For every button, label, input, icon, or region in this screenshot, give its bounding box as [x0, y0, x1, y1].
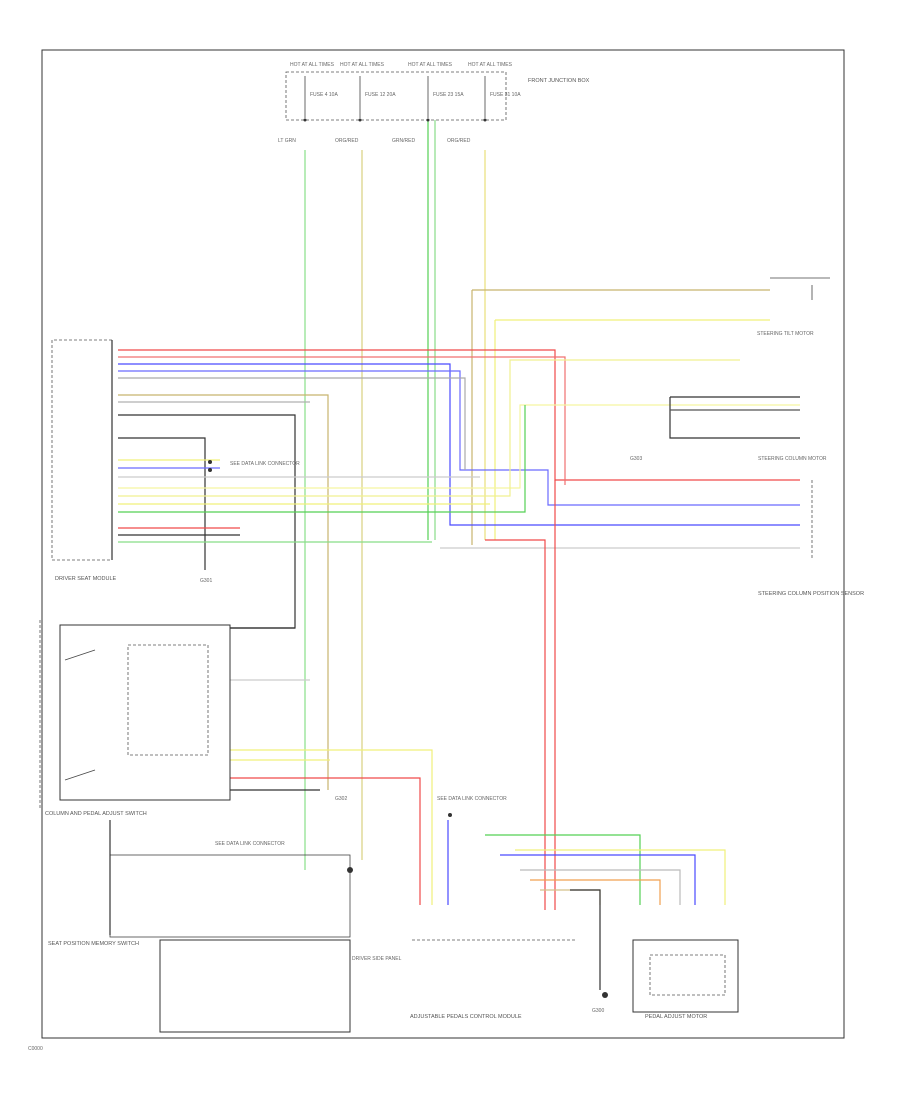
svg-text:ORG/RED: ORG/RED	[335, 138, 359, 144]
wire-green-4	[118, 405, 526, 513]
svg-text:FRONT JUNCTION BOX: FRONT JUNCTION BOX	[528, 78, 590, 84]
svg-text:G302: G302	[335, 796, 347, 802]
wire-yellow-2	[118, 404, 800, 489]
svg-text:STEERING TILT MOTOR: STEERING TILT MOTOR	[757, 331, 814, 337]
svg-text:PEDAL ADJUST MOTOR: PEDAL ADJUST MOTOR	[645, 1014, 707, 1020]
svg-text:HOT AT ALL TIMES: HOT AT ALL TIMES	[290, 62, 335, 68]
svg-text:FUSE 23 15A: FUSE 23 15A	[433, 92, 464, 98]
svg-text:DRIVER SIDE PANEL: DRIVER SIDE PANEL	[352, 956, 402, 962]
data-link-labels: SEE DATA LINK CONNECTOR SEE DATA LINK CO…	[200, 456, 642, 847]
fuse-3: HOT AT ALL TIMES FUSE 23 15A	[408, 62, 464, 118]
svg-text:COLUMN AND PEDAL ADJUST SWITCH: COLUMN AND PEDAL ADJUST SWITCH	[45, 811, 147, 817]
svg-text:STEERING COLUMN MOTOR: STEERING COLUMN MOTOR	[758, 456, 827, 462]
wire-yellow-7	[515, 849, 726, 905]
svg-text:FUSE 31 10A: FUSE 31 10A	[490, 92, 521, 98]
page-code: C0000	[28, 1046, 43, 1052]
svg-text:HOT AT ALL TIMES: HOT AT ALL TIMES	[468, 62, 513, 68]
svg-text:FUSE 4 10A: FUSE 4 10A	[310, 92, 338, 98]
fuse-box: FRONT JUNCTION BOX HOT AT ALL TIMES FUSE…	[278, 62, 590, 144]
svg-text:G303: G303	[630, 456, 642, 462]
svg-text:SEE DATA LINK CONNECTOR: SEE DATA LINK CONNECTOR	[437, 796, 507, 802]
cruise-switch-block: COLUMN AND PEDAL ADJUST SWITCH	[39, 620, 231, 817]
wire-red-4	[230, 777, 421, 905]
wire-red-2	[118, 356, 566, 485]
wire-red-down	[485, 539, 546, 910]
svg-text:SEE DATA LINK CONNECTOR: SEE DATA LINK CONNECTOR	[215, 841, 285, 847]
wire-blue-5	[500, 854, 696, 905]
svg-text:G300: G300	[592, 1008, 604, 1014]
fuse-2: HOT AT ALL TIMES FUSE 12 20A	[340, 62, 396, 118]
main-module: ADJUSTABLE PEDALS CONTROL MODULE G300	[410, 939, 608, 1020]
wire-olive-2	[118, 394, 329, 790]
svg-text:STEERING COLUMN POSITION SENSO: STEERING COLUMN POSITION SENSOR	[758, 591, 864, 597]
wire-black-7	[570, 889, 601, 990]
svg-text:GRN/RED: GRN/RED	[392, 138, 415, 144]
svg-text:ADJUSTABLE PEDALS CONTROL MODU: ADJUSTABLE PEDALS CONTROL MODULE	[410, 1014, 522, 1020]
svg-text:FUSE 12 20A: FUSE 12 20A	[365, 92, 396, 98]
wire-black-1	[118, 414, 296, 629]
svg-text:SEAT POSITION MEMORY SWITCH: SEAT POSITION MEMORY SWITCH	[48, 941, 139, 947]
wire-blue-2	[118, 370, 800, 506]
wire-yellow-5	[230, 749, 433, 905]
wire-gray-6	[520, 869, 681, 905]
seat-memory-block: SEAT POSITION MEMORY SWITCH DRIVER SIDE …	[48, 820, 402, 1033]
svg-text:LT GRN: LT GRN	[278, 138, 296, 144]
fuse-1: HOT AT ALL TIMES FUSE 4 10A	[290, 62, 338, 118]
wire-red-main	[118, 349, 800, 481]
wire-gray-1	[118, 377, 466, 470]
fuse-4: HOT AT ALL TIMES FUSE 31 10A	[468, 62, 521, 118]
wire-green-6	[485, 834, 641, 905]
steering-section: STEERING TILT MOTOR STEERING COLUMN MOTO…	[757, 277, 864, 597]
pedal-adjust-motor: PEDAL ADJUST MOTOR	[632, 939, 739, 1020]
svg-text:G301: G301	[200, 578, 212, 584]
svg-text:HOT AT ALL TIMES: HOT AT ALL TIMES	[340, 62, 385, 68]
wire-orange-1	[530, 879, 661, 905]
svg-text:SEE DATA LINK CONNECTOR: SEE DATA LINK CONNECTOR	[230, 461, 300, 467]
connector-dots	[208, 118, 487, 873]
driver-seat-module: DRIVER SEAT MODULE	[51, 339, 117, 582]
diagram-frame	[41, 49, 845, 1039]
wire-black-4	[669, 397, 800, 439]
svg-text:DRIVER SEAT MODULE: DRIVER SEAT MODULE	[55, 576, 117, 582]
wire-black-2	[118, 437, 206, 570]
wire-tan-2	[540, 889, 601, 905]
svg-text:ORG/RED: ORG/RED	[447, 138, 471, 144]
wire-harness	[118, 120, 800, 990]
wire-blue-1	[118, 363, 800, 526]
wire-yellow-3	[118, 359, 740, 497]
svg-text:HOT AT ALL TIMES: HOT AT ALL TIMES	[408, 62, 453, 68]
